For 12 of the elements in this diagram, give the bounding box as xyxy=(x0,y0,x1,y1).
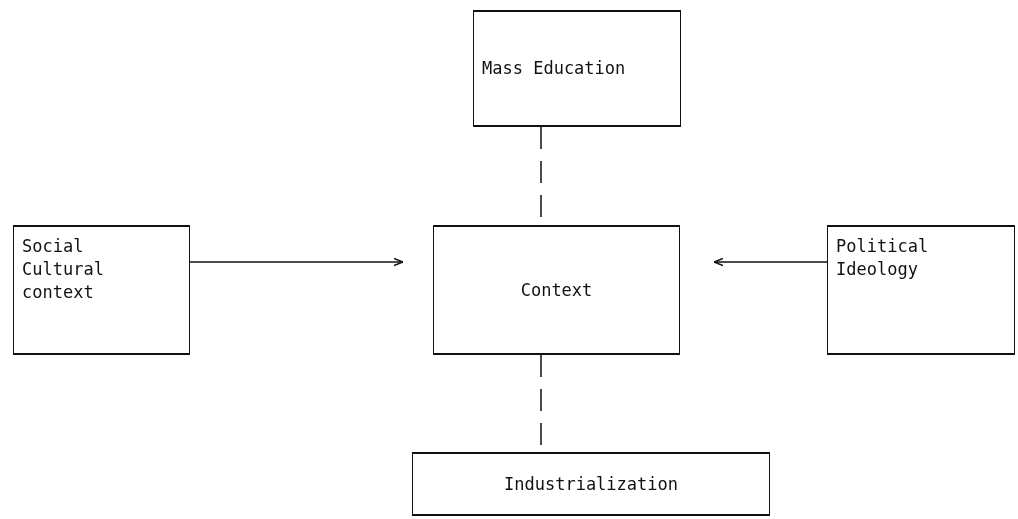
node-label: Mass Education xyxy=(482,57,626,80)
text-box xyxy=(433,225,680,355)
node-label: Context xyxy=(520,278,593,302)
node-label: Political Ideology xyxy=(836,235,930,281)
arrow xyxy=(189,257,404,267)
node-label: Social Cultural context xyxy=(22,235,105,304)
arrow xyxy=(713,257,828,267)
text-box xyxy=(827,225,1015,355)
text-box xyxy=(473,10,681,127)
text-box xyxy=(13,225,190,355)
text-box xyxy=(412,452,770,516)
node-label: Industrialization xyxy=(504,472,678,496)
